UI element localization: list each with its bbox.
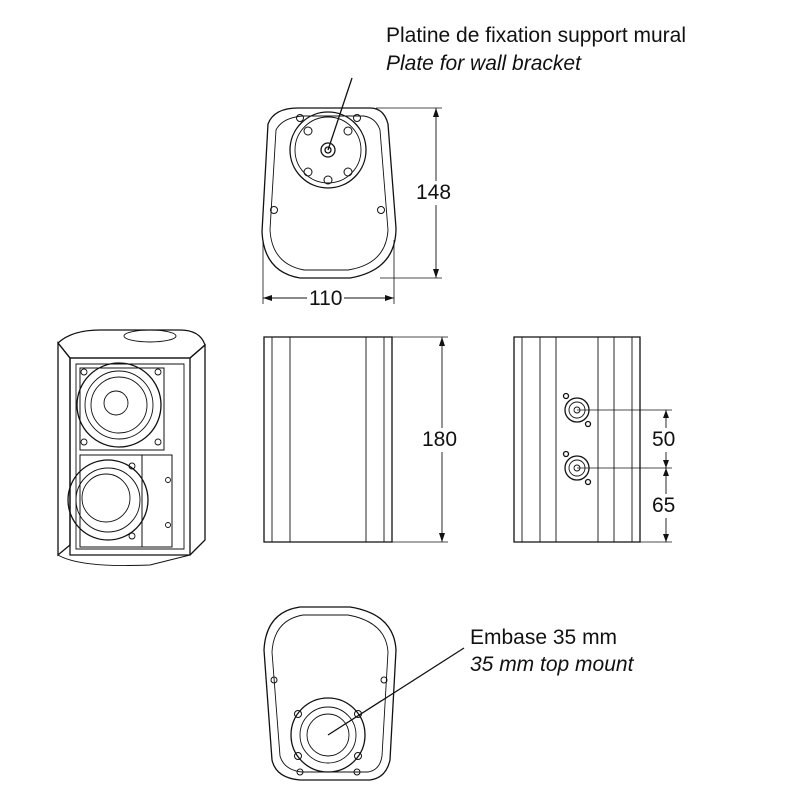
lower-woofer	[68, 460, 148, 540]
wall-bracket-label-fr: Platine de fixation support mural	[386, 24, 686, 47]
rear-view-outline	[514, 337, 640, 542]
perspective-view	[58, 330, 205, 566]
side-view-outline	[264, 337, 392, 542]
plate-center-hole	[321, 143, 335, 157]
wall-bracket-label-en: Plate for wall bracket	[386, 52, 581, 75]
dimension-connector-spacing: 50	[650, 428, 678, 452]
top-mount-label-fr: Embase 35 mm	[470, 626, 618, 649]
top-view-outline	[262, 108, 396, 278]
dimension-top-width: 110	[307, 287, 345, 311]
cabinet-front	[58, 343, 70, 555]
bottom-view	[264, 607, 464, 780]
top-mount-label-en: 35 mm top mount	[470, 653, 634, 676]
cabinet-side	[190, 345, 205, 555]
upper-woofer	[77, 363, 161, 447]
rear-view	[514, 337, 672, 542]
wall-plate	[290, 112, 366, 188]
dimension-top-height: 148	[414, 181, 454, 205]
plate-screws	[271, 115, 385, 214]
dimension-side-height: 180	[420, 428, 460, 452]
wall-bracket-leader	[328, 78, 352, 150]
top-mount-socket	[291, 698, 365, 772]
bottom-view-outline	[264, 607, 396, 780]
cabinet-top	[58, 330, 205, 358]
dimension-connector-bottom: 65	[650, 494, 678, 518]
top-mount-leader	[328, 648, 464, 735]
